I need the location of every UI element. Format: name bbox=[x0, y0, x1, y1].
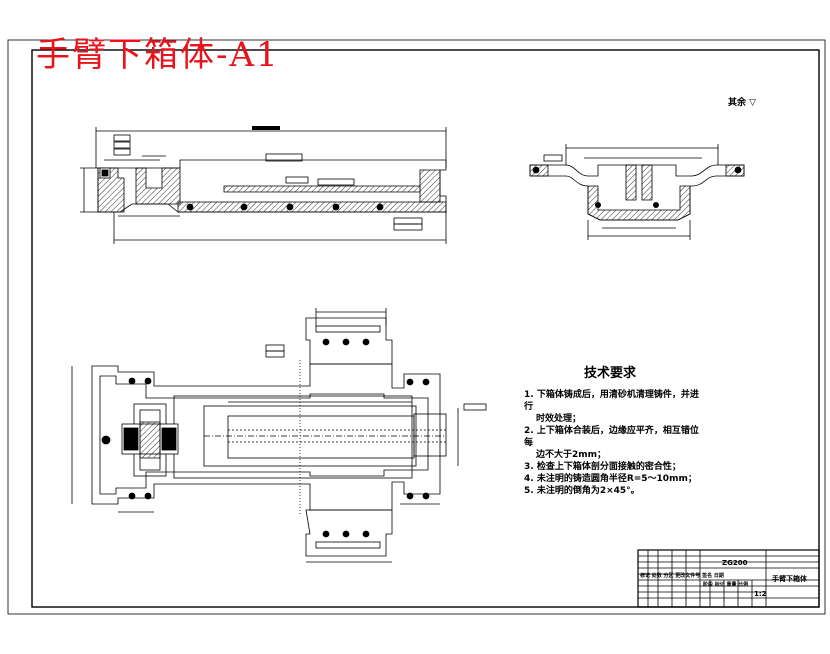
tb-header: 标记 bbox=[640, 573, 651, 579]
material-label: ZG200 bbox=[722, 559, 748, 567]
part-name-label: 手臂下箱体 bbox=[772, 574, 808, 583]
tb-header: 更改文件号 bbox=[675, 573, 701, 579]
tb-header: 处数 bbox=[651, 573, 662, 579]
inner-frame bbox=[31, 49, 820, 608]
technical-requirements: 技术要求 1. 下箱体铸成后，用清砂机清理铸件，并进 行 时效处理； 2. 上下… bbox=[524, 362, 729, 497]
tech-heading: 技术要求 bbox=[584, 366, 637, 381]
front-section-view bbox=[80, 126, 447, 244]
tb-stage-header: 重量 bbox=[726, 582, 737, 588]
outer-border bbox=[7, 39, 826, 615]
tb-stage-header: 阶段 bbox=[703, 582, 714, 588]
tech-item: 2. 上下箱体合装后，边缘应平齐，相互错位 bbox=[524, 426, 699, 436]
tech-item: 1. 下箱体铸成后，用清砂机清理铸件，并进 bbox=[524, 390, 699, 400]
tech-item: 行 bbox=[524, 402, 534, 412]
tech-item: 边不大于2mm； bbox=[536, 450, 607, 460]
roughness-note: 其余 ▽ bbox=[728, 95, 756, 108]
roughness-symbol-icon: ▽ bbox=[749, 98, 757, 108]
tb-stage-header: 比例 bbox=[738, 582, 749, 588]
tech-item: 每 bbox=[524, 438, 534, 448]
tech-item: 5. 未注明的倒角为2×45°。 bbox=[524, 486, 640, 496]
side-section-view bbox=[529, 144, 745, 240]
tb-header: 签名 bbox=[702, 573, 713, 579]
plan-view bbox=[71, 308, 487, 563]
tech-item: 3. 检查上下箱体剖分面接触的密合性； bbox=[524, 462, 681, 472]
scale-label: 1:2 bbox=[754, 590, 767, 598]
tech-item: 4. 未注明的铸造圆角半径R=5～10mm； bbox=[524, 474, 697, 484]
drawing-title: 手臂下箱体-A1 bbox=[36, 35, 280, 75]
title-block-stage-headers: 阶段 标记 重量 比例 bbox=[703, 581, 748, 588]
tb-stage-header: 标记 bbox=[714, 582, 725, 588]
tb-header: 日期 bbox=[713, 573, 724, 579]
title-block-headers: 标记 处数 分区 更改文件号 签名 日期 bbox=[640, 572, 724, 579]
tb-header: 分区 bbox=[663, 573, 674, 579]
tech-item: 时效处理； bbox=[536, 414, 582, 424]
roughness-note-text: 其余 bbox=[728, 98, 747, 108]
title-block bbox=[637, 549, 820, 608]
